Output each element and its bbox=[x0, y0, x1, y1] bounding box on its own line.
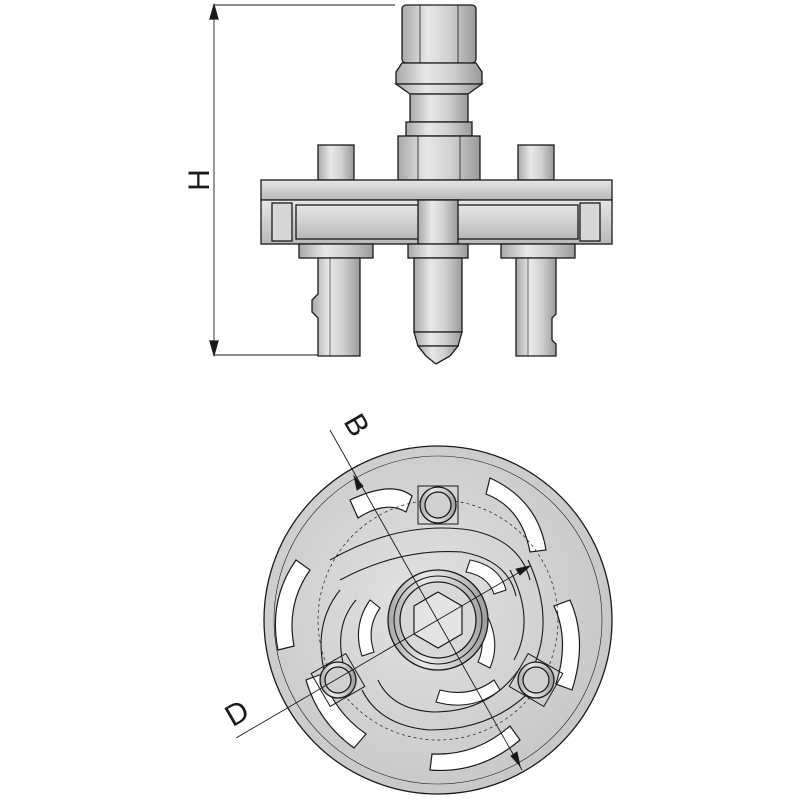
bolt-head-top bbox=[417, 485, 459, 525]
jaw-nut-center bbox=[407, 243, 469, 259]
top-plate bbox=[260, 179, 613, 201]
spindle-collar bbox=[395, 62, 483, 85]
spindle-shaft-lower bbox=[413, 257, 463, 333]
spindle-tip bbox=[416, 345, 460, 365]
slot bbox=[349, 488, 413, 519]
b-dimension bbox=[329, 429, 523, 771]
b-label: B bbox=[337, 408, 376, 442]
center-block bbox=[417, 199, 459, 245]
slot bbox=[305, 673, 367, 749]
jaw-nut-left bbox=[298, 243, 374, 259]
side-view: H bbox=[183, 2, 613, 365]
spindle-shaft-upper bbox=[409, 93, 469, 123]
slot bbox=[485, 477, 547, 553]
slot bbox=[357, 599, 381, 657]
height-dimension bbox=[209, 2, 395, 358]
bolt-top-left bbox=[317, 144, 355, 181]
slot bbox=[274, 559, 311, 651]
jaw-right bbox=[515, 257, 557, 357]
height-label: H bbox=[183, 169, 216, 191]
jaw-nut-right bbox=[500, 243, 576, 259]
outer-slots bbox=[274, 477, 581, 772]
bolt-head-left bbox=[310, 652, 366, 708]
slot bbox=[429, 725, 521, 772]
bolt-head-right bbox=[508, 652, 564, 708]
d-label: D bbox=[220, 694, 255, 733]
bolt-top-right bbox=[517, 144, 555, 181]
d-dimension bbox=[235, 565, 532, 739]
jaw-left bbox=[311, 257, 361, 357]
center-hex-nut bbox=[397, 135, 481, 181]
slot bbox=[553, 599, 581, 691]
spindle-hex-head bbox=[401, 4, 477, 64]
slot bbox=[435, 679, 501, 706]
spiral-arms bbox=[320, 527, 544, 731]
top-view: B D bbox=[220, 408, 613, 795]
